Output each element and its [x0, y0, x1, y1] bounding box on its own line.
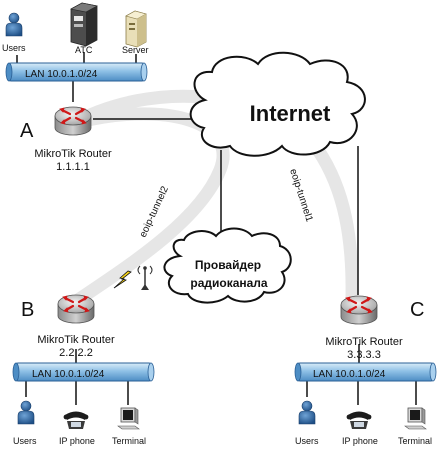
- server-label: Server: [122, 45, 149, 55]
- site-b-users-icon: Users: [13, 400, 37, 446]
- site-b-terminal-icon: Terminal: [112, 407, 146, 446]
- site-b-users-label: Users: [13, 436, 37, 446]
- lan-c-label: LAN 10.0.1.0/24: [313, 369, 386, 380]
- site-b-phone-label: IP phone: [59, 436, 95, 446]
- eoip-tunnel2-path: [65, 107, 230, 307]
- connection-lines: [16, 52, 417, 405]
- antenna-icon: [137, 265, 153, 290]
- atc-server-icon: ATC: [70, 2, 98, 55]
- router-b-icon: [56, 293, 96, 325]
- tunnel1-label: eoip-tunnel1: [287, 168, 315, 224]
- lan-b-bar: LAN 10.0.1.0/24: [12, 362, 155, 382]
- top-lan-label: LAN 10.0.1.0/24: [25, 69, 98, 80]
- lan-c-bar: LAN 10.0.1.0/24: [294, 362, 437, 382]
- site-c-phone-icon: IP phone: [342, 411, 378, 446]
- router-a-name: MikroTik Router: [34, 148, 112, 160]
- router-b-name: MikroTik Router: [37, 334, 115, 346]
- radio-provider-line1: Провайдер: [195, 258, 261, 272]
- router-c-ip: 3.3.3.3: [347, 349, 381, 361]
- top-lan-bar: LAN 10.0.1.0/24: [5, 62, 148, 82]
- internet-label: Internet: [250, 101, 331, 126]
- site-b-letter: B: [21, 299, 34, 321]
- site-c-letter: C: [410, 299, 424, 321]
- router-a-ip: 1.1.1.1: [56, 161, 90, 173]
- router-c-icon: [339, 294, 379, 326]
- site-b-terminal-label: Terminal: [112, 436, 146, 446]
- site-c-phone-label: IP phone: [342, 436, 378, 446]
- router-c-name: MikroTik Router: [325, 336, 403, 348]
- lightning-icon: [113, 270, 132, 289]
- site-a-letter: A: [20, 120, 34, 142]
- server-icon: Server: [122, 10, 149, 55]
- site-b-phone-icon: IP phone: [59, 411, 95, 446]
- top-users-label: Users: [2, 43, 26, 53]
- radio-provider-line2: радиоканала: [190, 276, 268, 290]
- site-c-terminal-icon: Terminal: [398, 407, 432, 446]
- site-c-users-icon: Users: [295, 400, 319, 446]
- internet-cloud: Internet: [189, 51, 366, 157]
- top-users-icon: Users: [2, 12, 26, 53]
- site-c-terminal-label: Terminal: [398, 436, 432, 446]
- router-b-ip: 2.2.2.2: [59, 347, 93, 359]
- radio-provider-cloud: Провайдер радиоканала: [163, 227, 292, 304]
- lan-b-label: LAN 10.0.1.0/24: [32, 369, 105, 380]
- router-a-icon: [53, 105, 93, 137]
- site-c-users-label: Users: [295, 436, 319, 446]
- atc-label: ATC: [75, 45, 93, 55]
